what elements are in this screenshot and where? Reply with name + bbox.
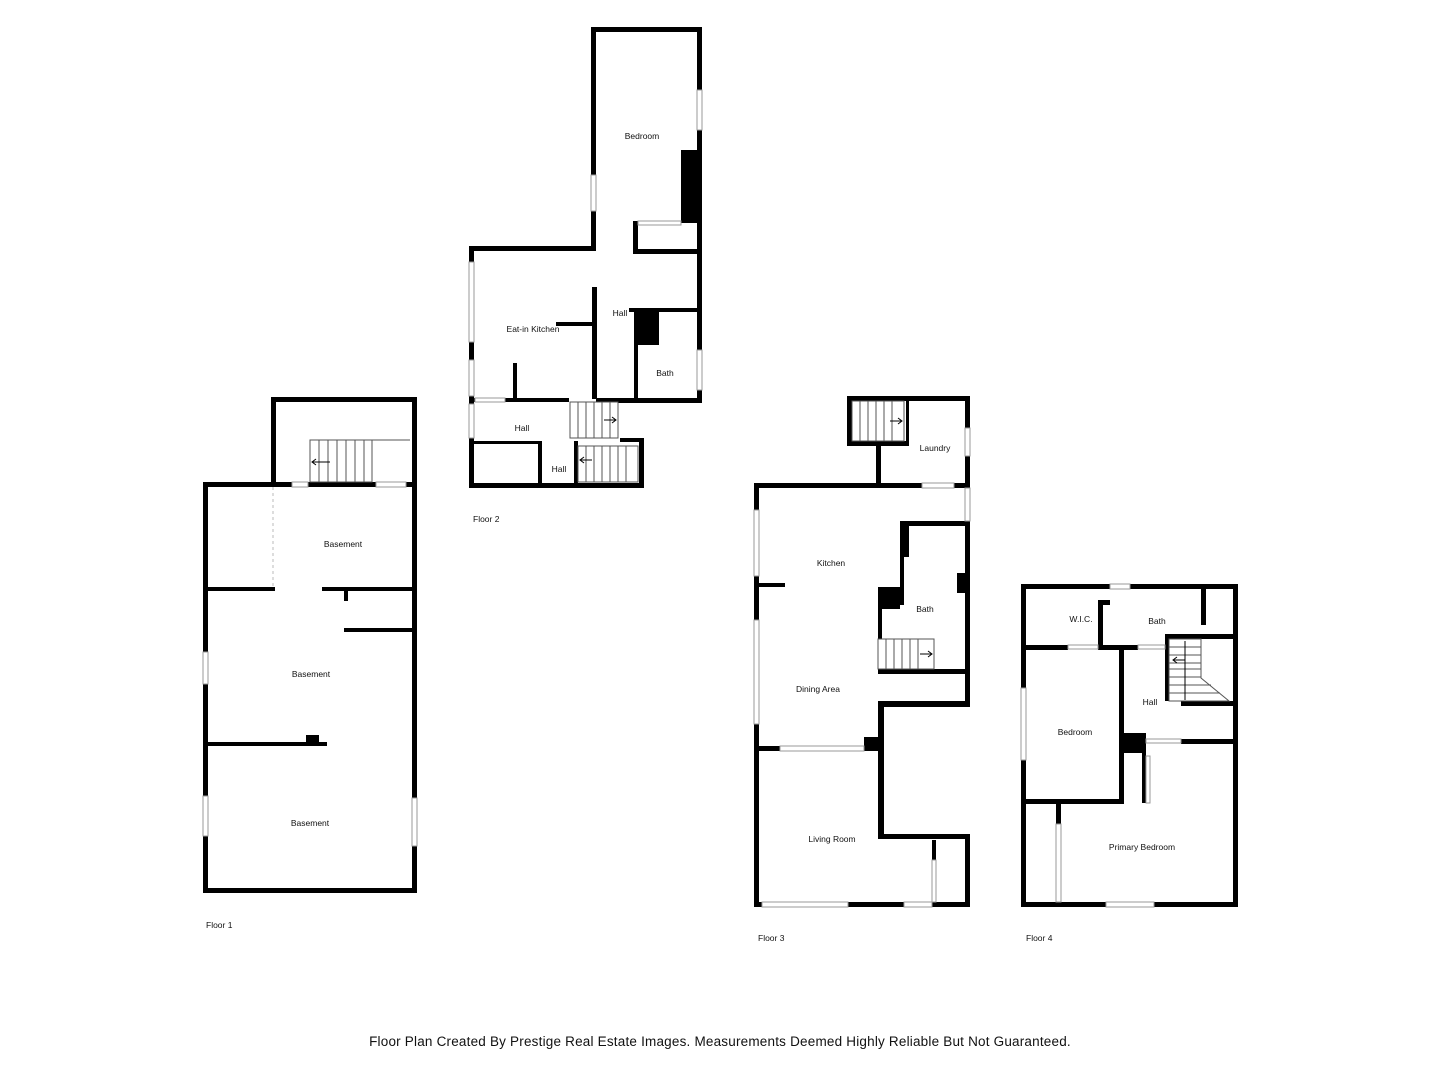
- room-label: Basement: [324, 539, 363, 549]
- room-label: W.I.C.: [1069, 614, 1092, 624]
- floor-label: Floor 4: [1026, 933, 1053, 943]
- floor-3-plan: Laundry Kitchen Bath Dining Area Living …: [753, 396, 971, 943]
- room-label: Basement: [291, 818, 330, 828]
- room-label: Laundry: [920, 443, 951, 453]
- floor-label: Floor 3: [758, 933, 785, 943]
- room-label: Bath: [1148, 616, 1166, 626]
- room-label: Hall: [515, 423, 530, 433]
- room-label: Basement: [292, 669, 331, 679]
- floor-2-plan: Bedroom Eat-in Kitchen Hall Bath Hall Ha…: [468, 27, 703, 524]
- room-label: Bedroom: [625, 131, 660, 141]
- floor-4-plan: W.I.C. Bath Bedroom Hall Primary Bedroom…: [1020, 583, 1238, 943]
- room-label: Living Room: [808, 834, 855, 844]
- room-label: Hall: [552, 464, 567, 474]
- floor-label: Floor 2: [473, 514, 500, 524]
- room-label: Bath: [916, 604, 934, 614]
- room-label: Dining Area: [796, 684, 840, 694]
- room-label: Bath: [656, 368, 674, 378]
- room-label: Hall: [613, 308, 628, 318]
- room-label: Kitchen: [817, 558, 846, 568]
- footer-disclaimer: Floor Plan Created By Prestige Real Esta…: [369, 1034, 1071, 1049]
- floor-1-plan: Basement Basement Basement Floor 1: [202, 397, 418, 930]
- floor-label: Floor 1: [206, 920, 233, 930]
- room-label: Bedroom: [1058, 727, 1093, 737]
- room-label: Eat-in Kitchen: [507, 324, 560, 334]
- room-label: Primary Bedroom: [1109, 842, 1175, 852]
- room-label: Hall: [1143, 697, 1158, 707]
